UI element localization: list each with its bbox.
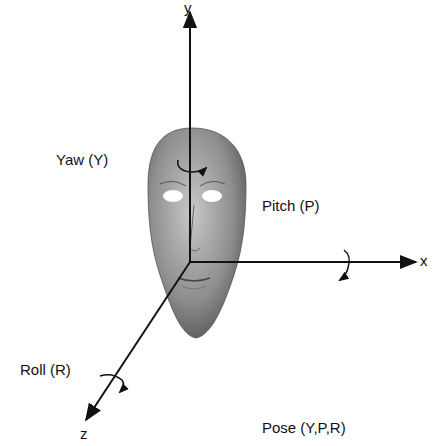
- face-mask: [148, 128, 246, 338]
- yaw-rotation-arrow: [178, 160, 206, 172]
- z-axis: [86, 262, 190, 420]
- rotation-label: Yaw (Y): [56, 152, 108, 169]
- rotation-label: Pitch (P): [262, 198, 320, 215]
- axis-label: x: [420, 253, 428, 270]
- pose-caption: Pose (Y,P,R): [262, 420, 346, 437]
- y-axis: [189, 12, 191, 262]
- x-axis: [190, 261, 416, 263]
- rotation-label: Roll (R): [20, 362, 71, 379]
- axis-label: y: [184, 0, 192, 17]
- axis-label: z: [80, 426, 88, 443]
- roll-rotation-arrow: [100, 375, 124, 392]
- pitch-rotation-arrow: [340, 250, 349, 280]
